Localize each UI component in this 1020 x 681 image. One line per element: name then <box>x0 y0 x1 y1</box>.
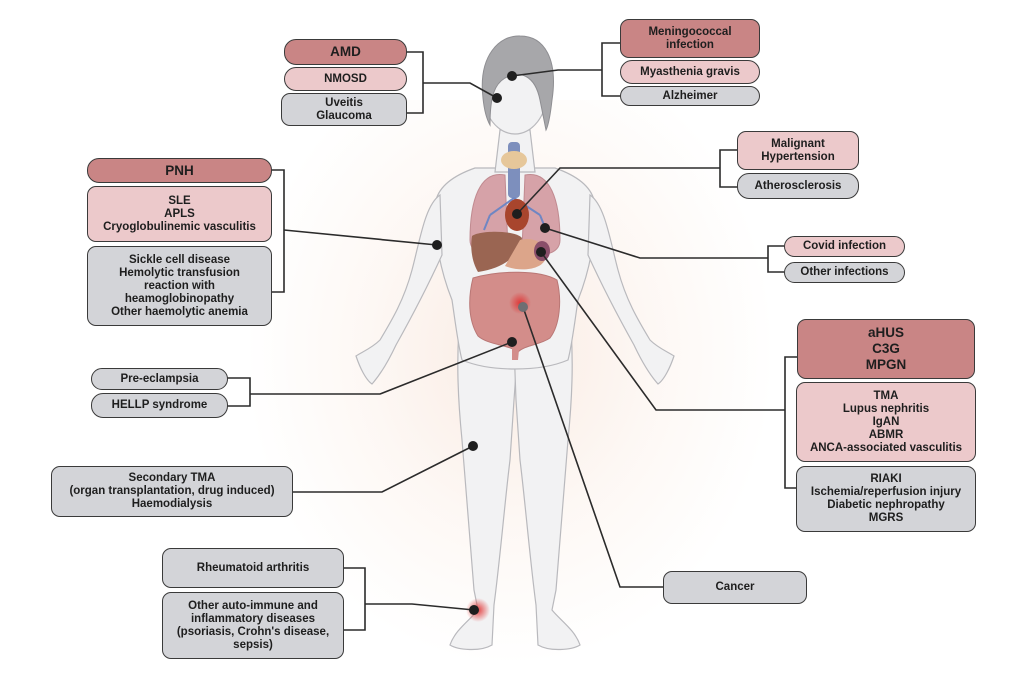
box-text: HELLP syndrome <box>111 399 208 411</box>
box-text: AMD <box>330 44 361 59</box>
disease-box-amd: AMD <box>284 39 407 65</box>
box-text: C3G <box>872 341 900 356</box>
box-text: Ischemia/reperfusion injury <box>810 486 962 498</box>
disease-box-hellp: HELLP syndrome <box>91 393 228 418</box>
ankle-dot <box>469 605 479 615</box>
box-text: Meningococcal <box>648 25 732 38</box>
uterus-dot <box>507 337 517 347</box>
box-text: ABMR <box>868 428 904 441</box>
box-text: APLS <box>164 207 195 220</box>
disease-box-alzheimer: Alzheimer <box>620 86 760 106</box>
connector-blood <box>270 169 438 293</box>
disease-box-covid: Covid infection <box>784 236 905 257</box>
box-text: Cryoglobulinemic vasculitis <box>103 220 256 233</box>
connector-eye <box>406 51 498 114</box>
connector-cancer <box>522 306 665 588</box>
trachea <box>508 142 520 198</box>
box-text: Cancer <box>715 581 755 593</box>
disease-box-myasthenia: Myasthenia gravis <box>620 60 760 84</box>
disease-box-cancer: Cancer <box>663 571 807 604</box>
box-text: Lupus nephritis <box>842 402 930 415</box>
box-text: Other haemolytic anemia <box>111 305 248 318</box>
disease-box-atherosclerosis: Atherosclerosis <box>737 173 859 199</box>
box-text: MPGN <box>865 357 907 372</box>
connectors <box>227 42 800 631</box>
box-text: Uveitis <box>325 96 363 109</box>
blood-dot <box>432 240 442 250</box>
kidney-dot <box>536 247 546 257</box>
connector-joint <box>343 567 475 631</box>
box-text: (organ transplantation, drug induced) <box>69 485 275 497</box>
box-text: Rheumatoid arthritis <box>196 561 310 574</box>
left-leg <box>449 298 519 651</box>
box-text: (psoriasis, Crohn's disease, <box>176 625 330 638</box>
box-text: Other infections <box>800 266 889 278</box>
disease-box-pre-eclampsia: Pre-eclampsia <box>91 368 228 390</box>
thigh-dot <box>468 441 478 451</box>
box-text: reaction with <box>144 279 215 292</box>
box-text: aHUS <box>867 325 904 340</box>
box-text: PNH <box>165 162 194 178</box>
box-text: infection <box>666 38 714 51</box>
box-text: Hypertension <box>761 150 835 163</box>
liver <box>471 231 522 272</box>
connector-lung <box>544 227 784 273</box>
disease-box-secondary-tma: Secondary TMA(organ transplantation, dru… <box>51 466 293 517</box>
connector-uterus <box>227 341 513 407</box>
box-text: Malignant <box>771 137 825 150</box>
box-text: TMA <box>873 389 899 402</box>
thyroid <box>501 151 527 169</box>
box-text: Alzheimer <box>662 89 718 102</box>
box-text: Sickle cell disease <box>128 253 231 266</box>
disease-box-other-infections: Other infections <box>784 262 905 283</box>
disease-box-nmosd: NMOSD <box>284 67 407 91</box>
box-text: Glaucoma <box>316 109 372 122</box>
connector-brain <box>511 42 620 97</box>
box-text: Other auto-immune and <box>188 599 318 612</box>
hair <box>481 35 554 132</box>
right-arm <box>587 193 675 385</box>
box-text: Hemolytic transfusion <box>119 266 240 279</box>
box-text: NMOSD <box>324 72 367 85</box>
box-text: RIAKI <box>870 473 902 485</box>
box-text: ANCA-associated vasculitis <box>809 441 963 454</box>
box-text: IgAN <box>872 415 900 428</box>
disease-box-pnh: PNH <box>87 158 272 183</box>
connector-heart <box>516 149 738 215</box>
box-text: Covid infection <box>802 240 887 252</box>
box-text: SLE <box>168 194 191 207</box>
eye-dot <box>492 93 502 103</box>
lung-dot <box>540 223 550 233</box>
box-text: MGRS <box>868 512 904 524</box>
disease-box-rheumatoid-arthritis: Rheumatoid arthritis <box>162 548 344 588</box>
box-text: Pre-eclampsia <box>120 372 199 385</box>
brain-dot <box>507 71 517 81</box>
connector-kidney <box>540 251 800 489</box>
right-leg <box>513 298 581 651</box>
box-text: heamoglobinopathy <box>124 292 235 305</box>
box-text: Atherosclerosis <box>754 179 842 192</box>
box-text: Myasthenia gravis <box>640 65 740 78</box>
connector-systemic <box>292 445 474 493</box>
box-text: Diabetic nephropathy <box>827 499 945 511</box>
box-text: Secondary TMA <box>128 472 216 484</box>
left-arm <box>355 193 443 385</box>
box-text: sepsis) <box>233 638 273 651</box>
box-text: Haemodialysis <box>131 498 213 510</box>
heart-dot <box>512 209 522 219</box>
intestine-dot <box>518 302 528 312</box>
box-text: inflammatory diseases <box>190 612 315 625</box>
